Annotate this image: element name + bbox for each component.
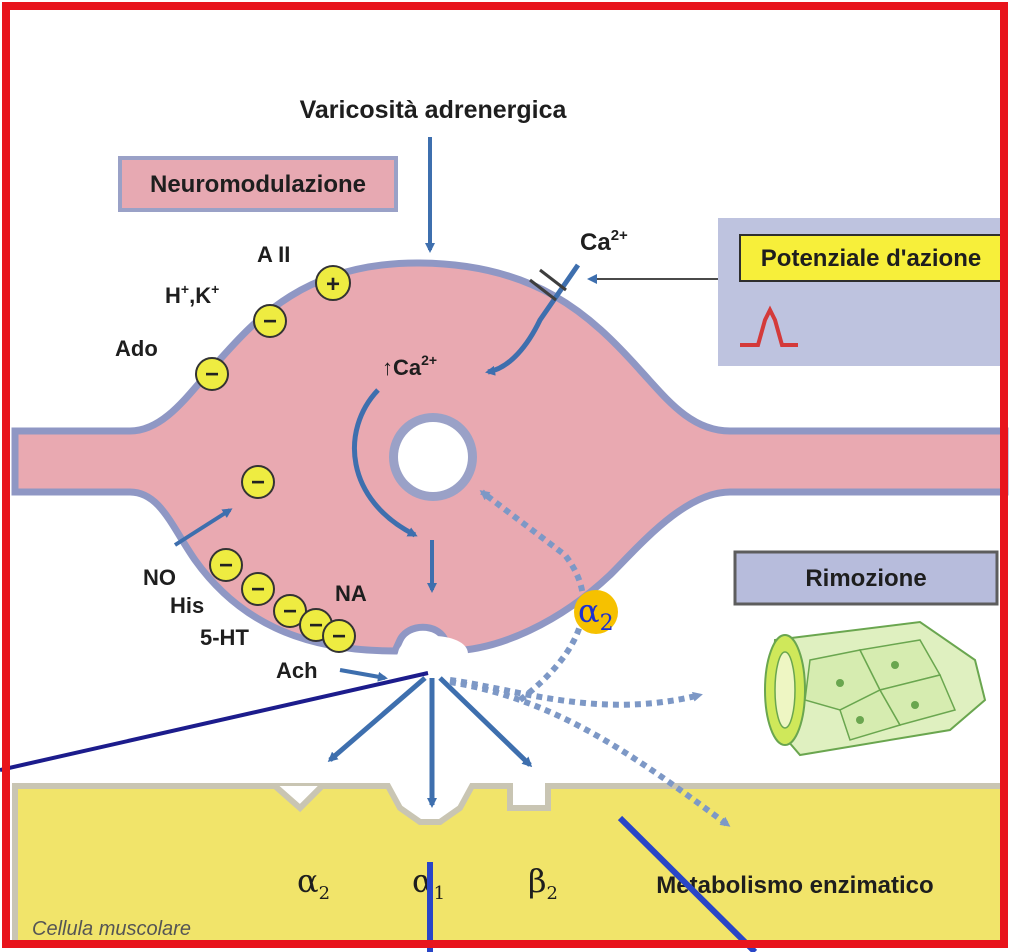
removal-label: Rimozione [805,565,926,592]
svg-text:−: − [332,623,346,650]
svg-text:+: + [326,271,340,298]
adenosine-label: Ado [115,336,158,361]
neuromodulation-label: Neuromodulazione [150,171,366,198]
no-label: NO [143,565,176,590]
svg-text:−: − [219,552,233,579]
angiotensin-label: A II [257,242,290,267]
svg-text:−: − [251,576,265,603]
noradrenaline-label: NA [335,581,367,606]
muscle-cell-label: Cellula muscolare [32,918,191,940]
histamine-label: His [170,593,204,618]
acetylcholine-label: Ach [276,658,318,683]
exocytosis-vesicle [398,636,468,674]
svg-text:−: − [205,361,219,388]
svg-text:−: − [309,612,323,639]
svg-text:−: − [251,469,265,496]
serotonin-label: 5-HT [200,625,249,650]
varicosity-label: Varicosità adrenergica [300,96,568,124]
svg-text:−: − [263,308,277,335]
action-potential-label: Potenziale d'azione [761,245,981,272]
svg-text:−: − [283,598,297,625]
